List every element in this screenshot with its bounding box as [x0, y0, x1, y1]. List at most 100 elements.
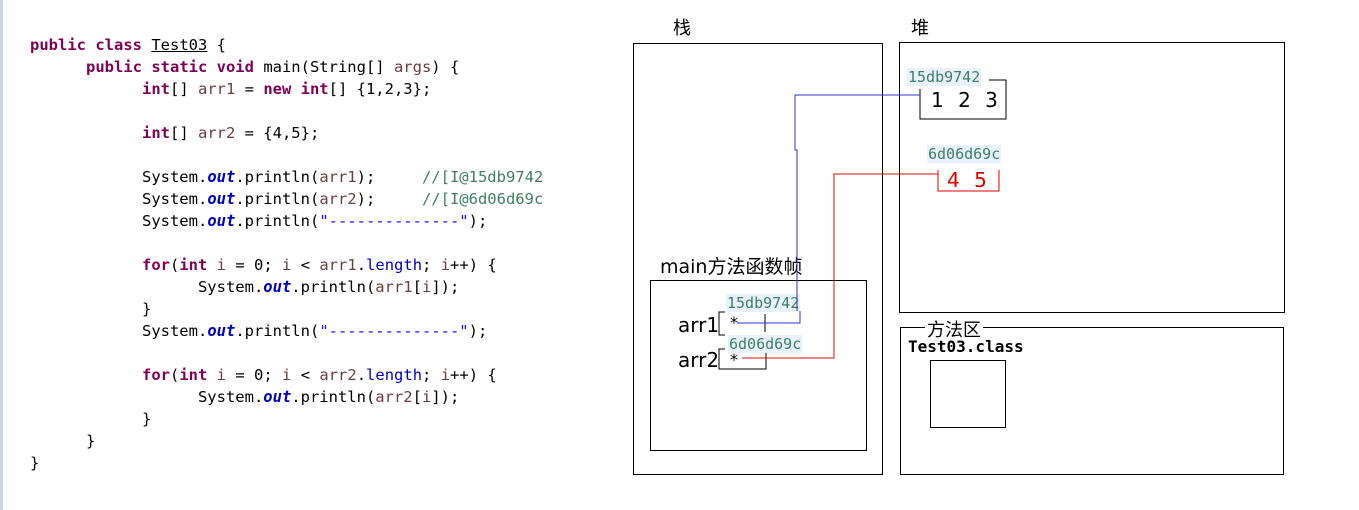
arr2-stack-cell: [718, 348, 767, 370]
window-edge: [0, 0, 3, 510]
code-token: i: [216, 366, 227, 384]
code-token: );: [356, 190, 422, 208]
code-token: i: [421, 388, 432, 406]
arr1-array-box: [919, 79, 1007, 120]
code-token: System.: [30, 212, 208, 230]
code-line: }: [30, 452, 39, 474]
code-token: new int: [263, 80, 329, 98]
stack-area: [633, 43, 883, 475]
code-token: "--------------": [319, 212, 469, 230]
code-token: "--------------": [319, 322, 469, 340]
code-token: <: [291, 256, 320, 274]
code-token: i: [282, 256, 292, 274]
code-token: }: [30, 410, 152, 428]
code-line: int[] arr2 = {4,5};: [30, 122, 319, 144]
code-token: System.: [30, 190, 208, 208]
code-token: <: [291, 366, 320, 384]
code-token: int: [179, 256, 208, 274]
heap-label: 堆: [911, 18, 929, 39]
code-token: System.: [30, 322, 208, 340]
code-token: arr2: [319, 190, 357, 208]
main-frame: [650, 280, 867, 451]
code-token: }: [30, 300, 152, 318]
code-token: ;: [422, 366, 441, 384]
code-token: {: [207, 36, 226, 54]
code-token: Test03: [151, 36, 208, 54]
code-token: arr1: [375, 278, 413, 296]
code-token: []: [169, 80, 198, 98]
code-token: main(String[]: [263, 58, 394, 76]
class-label: Test03.class: [908, 337, 1024, 356]
code-token: ]);: [431, 388, 460, 406]
code-token: ++) {: [450, 256, 497, 274]
code-token: System.: [30, 168, 208, 186]
stack-label: 栈: [673, 18, 691, 39]
arr2-array-box: [937, 170, 1000, 192]
code-token: .: [356, 366, 367, 384]
arr2-stack-address: 6d06d69c: [728, 335, 803, 353]
code-token: (: [169, 366, 180, 384]
code-token: public static void: [86, 58, 264, 76]
code-token: .println(: [235, 212, 320, 230]
heap-area: [899, 42, 1285, 313]
code-token: for: [141, 256, 170, 274]
method-area: [900, 327, 1284, 475]
code-token: int: [179, 366, 208, 384]
code-token: = 0;: [226, 366, 283, 384]
arr2-var-name: arr2: [678, 348, 720, 372]
code-token: }: [30, 454, 40, 472]
code-token: [: [412, 388, 422, 406]
code-token: out: [207, 212, 236, 230]
code-token: [: [412, 278, 422, 296]
code-line: System.out.println("--------------");: [30, 210, 487, 232]
arr1-ref: *: [730, 313, 738, 332]
code-token: int: [141, 80, 170, 98]
code-token: [] {1,2,3};: [328, 80, 432, 98]
code-token: ) {: [431, 58, 460, 76]
code-line: }: [30, 298, 151, 320]
code-token: = {4,5};: [235, 124, 320, 142]
code-token: arr2: [197, 124, 236, 142]
code-token: );: [468, 212, 488, 230]
code-token: .println(: [235, 168, 320, 186]
class-box: [930, 360, 1006, 428]
code-token: []: [169, 124, 198, 142]
code-token: int: [141, 124, 170, 142]
code-token: out: [263, 278, 292, 296]
code-token: out: [207, 190, 236, 208]
code-token: .println(: [291, 388, 376, 406]
code-token: arr1: [319, 168, 357, 186]
code-token: //[I@15db9742: [421, 168, 544, 186]
frame-label: main方法函数帧: [660, 256, 803, 278]
code-token: out: [207, 322, 236, 340]
code-line: for(int i = 0; i < arr1.length; i++) {: [30, 254, 497, 276]
code-line: int[] arr1 = new int[] {1,2,3};: [30, 78, 431, 100]
code-token: .println(: [235, 190, 320, 208]
code-token: i: [282, 366, 292, 384]
arr2-reference-line: [742, 173, 938, 359]
arr1-heap-address: 15db9742: [907, 68, 982, 86]
code-token: System.: [30, 278, 264, 296]
code-token: System.: [30, 388, 264, 406]
code-token: );: [468, 322, 488, 340]
code-token: out: [263, 388, 292, 406]
code-token: =: [235, 80, 264, 98]
code-token: (: [169, 256, 180, 274]
arr2-values: 4 5: [947, 168, 991, 192]
code-token: arr1: [319, 256, 357, 274]
arr1-reference-line: [737, 94, 920, 324]
code-token: //[I@6d06d69c: [421, 190, 544, 208]
arr1-var-name: arr1: [678, 313, 720, 337]
code-token: public class: [30, 36, 152, 54]
code-token: ;: [422, 256, 441, 274]
code-token: out: [207, 168, 236, 186]
code-line: for(int i = 0; i < arr2.length; i++) {: [30, 364, 497, 386]
code-line: public static void main(String[] args) {: [30, 56, 459, 78]
code-token: arr2: [319, 366, 357, 384]
code-line: }: [30, 408, 151, 430]
code-line: }: [30, 430, 95, 452]
code-token: length: [366, 366, 423, 384]
method-area-label: 方法区: [925, 316, 983, 342]
code-token: i: [440, 366, 451, 384]
code-token: i: [216, 256, 227, 274]
